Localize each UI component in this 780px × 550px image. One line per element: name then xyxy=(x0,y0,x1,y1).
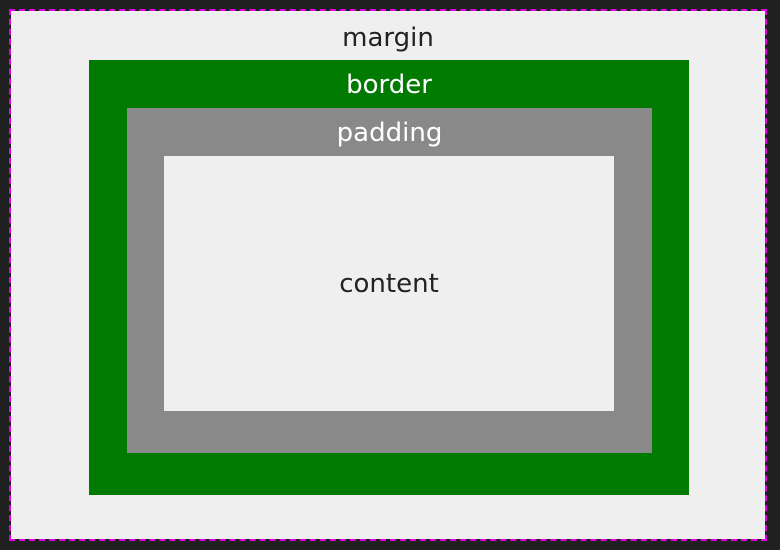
content-label: content xyxy=(339,268,439,299)
margin-box: margin border padding content xyxy=(9,9,767,541)
border-box: border padding content xyxy=(89,60,689,495)
border-label: border xyxy=(346,70,432,100)
padding-box: padding content xyxy=(127,108,652,453)
padding-label: padding xyxy=(336,118,443,148)
content-box: content xyxy=(164,156,614,411)
margin-label: margin xyxy=(342,23,434,53)
